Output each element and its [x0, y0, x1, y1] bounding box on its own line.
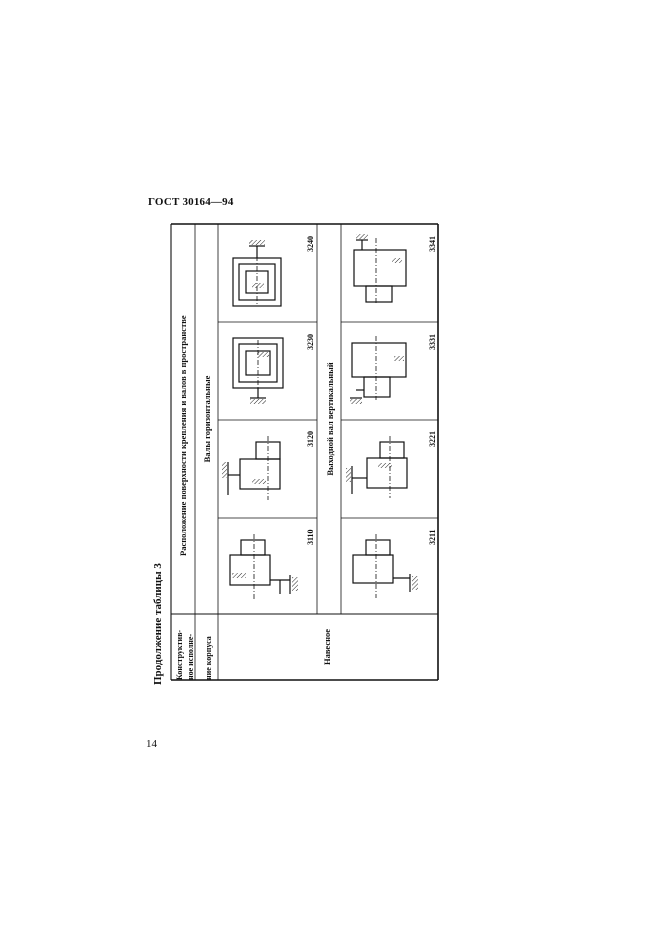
code-3331: 3331 — [428, 334, 437, 350]
diagram-3110 — [229, 534, 298, 600]
design-value-mounted: Навесное — [322, 629, 332, 665]
group-label-horizontal: Валы горизонтальные — [202, 375, 212, 462]
code-3110: 3110 — [306, 529, 315, 545]
diagram-3211 — [352, 534, 418, 598]
diagram-3331 — [350, 336, 407, 404]
diagram-3120 — [222, 436, 281, 500]
diagram-3240 — [232, 240, 282, 307]
col-header-design: Конструктив- ное исполне- ние корпуса — [175, 630, 213, 680]
diagram-3230 — [232, 337, 284, 404]
code-3240: 3240 — [306, 236, 315, 252]
code-3120: 3120 — [306, 431, 315, 447]
design-header-line-3: ние корпуса — [204, 636, 213, 680]
code-3341: 3341 — [428, 236, 437, 252]
design-header-line-1: Конструктив- — [175, 630, 184, 680]
code-3221: 3221 — [428, 431, 437, 447]
diagram-3341 — [353, 234, 407, 304]
diagram-3221 — [346, 436, 408, 498]
design-header-line-2: ное исполне- — [186, 634, 195, 680]
code-3211: 3211 — [428, 529, 437, 545]
code-3230: 3230 — [306, 334, 315, 350]
variant-codes: 3110 3120 3230 3240 3211 3221 3331 3341 — [306, 236, 437, 545]
page-number: 14 — [146, 738, 157, 750]
arrangement-header: Расположение поверхности крепления и вал… — [178, 315, 188, 556]
group-label-vertical: Выходной вал вертикальный — [325, 362, 335, 475]
standard-header: ГОСТ 30164—94 — [148, 196, 234, 208]
table-grid — [170, 223, 439, 681]
